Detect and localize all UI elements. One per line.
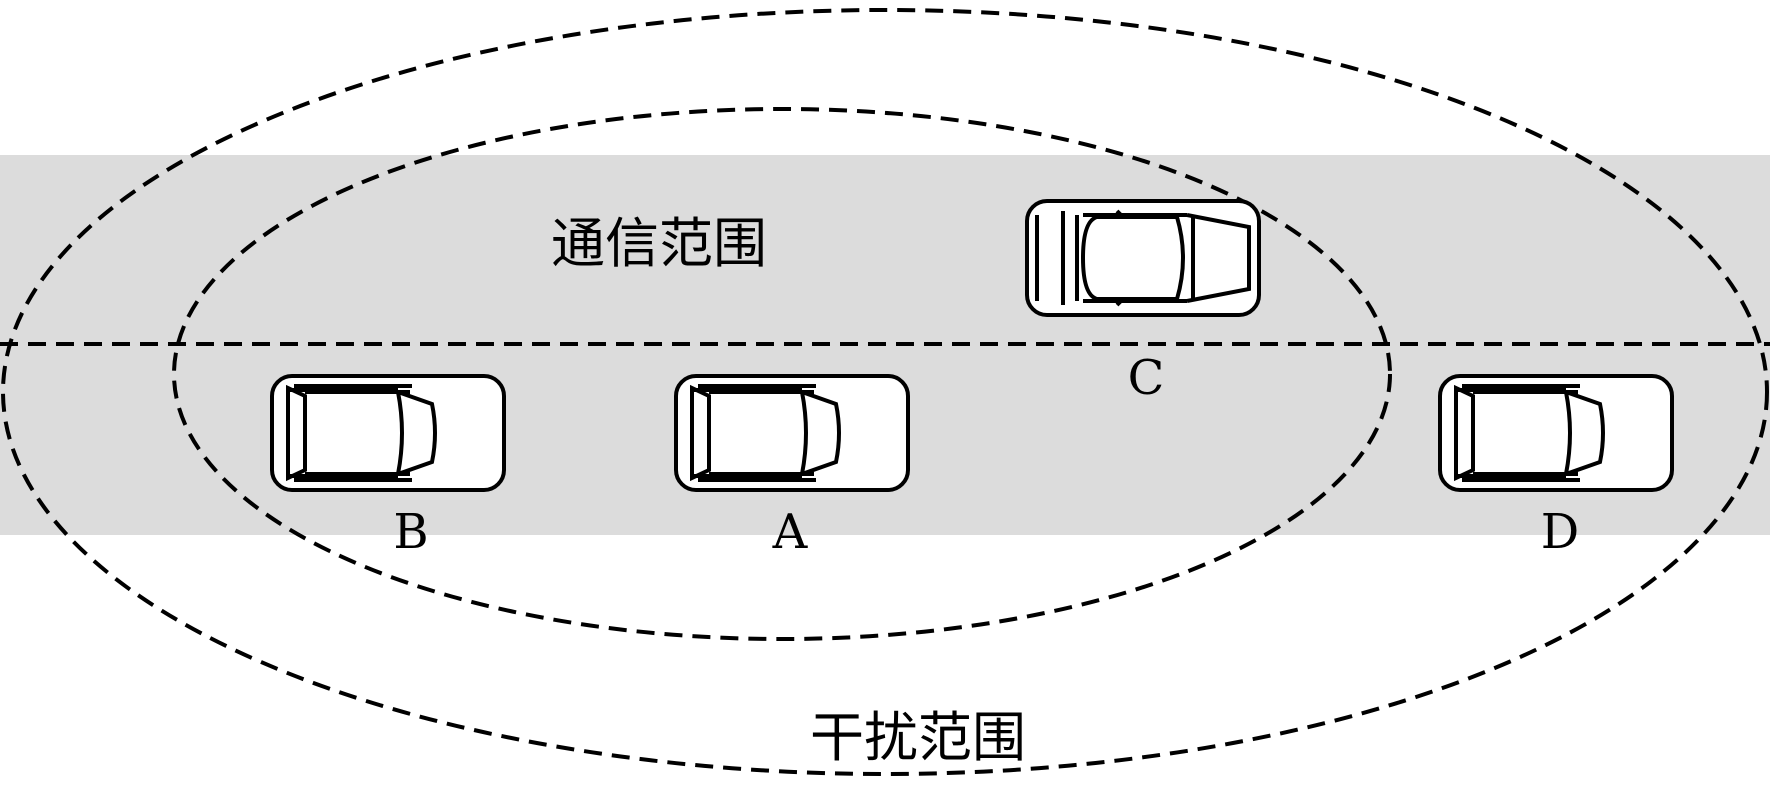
vehicle-b-car: [270, 374, 506, 492]
vehicle-c-label: C: [1128, 350, 1165, 406]
vehicle-b-label: B: [393, 504, 428, 560]
interference-range-label: 干扰范围: [810, 706, 1026, 769]
communication-range-ellipse: [172, 107, 1392, 641]
communication-range-label: 通信范围: [551, 212, 767, 275]
vehicle-a-label: A: [772, 504, 809, 560]
vehicle-a-car: [674, 374, 910, 492]
vehicle-c-car: [1025, 199, 1261, 317]
vehicle-d-label: D: [1541, 504, 1579, 560]
vehicle-d-car: [1438, 374, 1674, 492]
interference-range-ellipse: [1, 8, 1769, 776]
